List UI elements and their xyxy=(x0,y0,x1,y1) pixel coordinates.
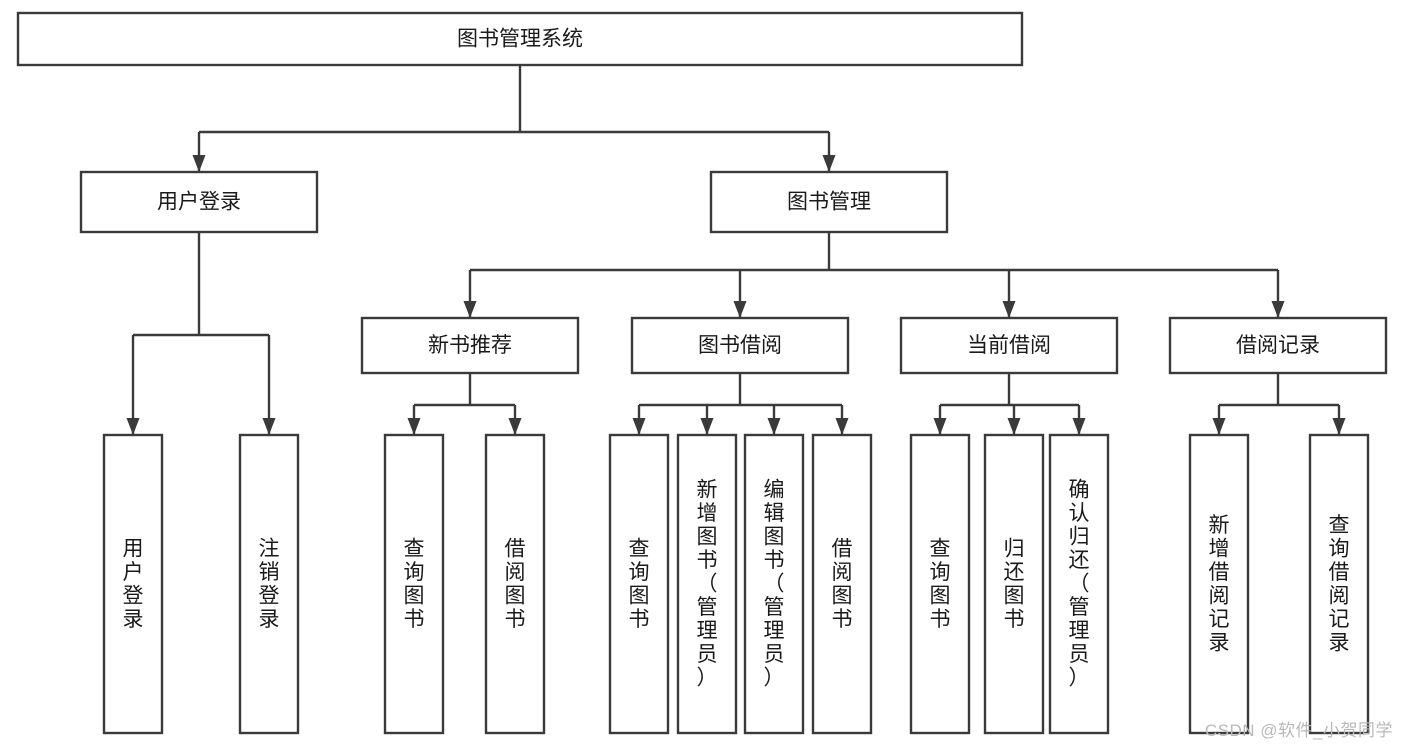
leaf-10[interactable]: 确认归还（管理员） xyxy=(1048,433,1110,735)
leaf-box[interactable] xyxy=(383,433,445,735)
leaf-9[interactable]: 归还图书 xyxy=(983,433,1045,735)
level3-0[interactable]: 新书推荐 xyxy=(360,316,580,375)
userlogin-to-leaves-arrow-1 xyxy=(262,418,276,435)
leaf-box[interactable] xyxy=(608,433,670,735)
leaf-label: 查询借阅记录 xyxy=(1329,514,1350,655)
level3-2-to-leaves-arrow-1 xyxy=(1007,418,1021,435)
level3-3[interactable]: 借阅记录 xyxy=(1168,316,1388,375)
leaf-box[interactable] xyxy=(676,433,738,735)
level3-0-to-leaves-arrow-0 xyxy=(407,418,421,435)
leaf-label: 新增借阅记录 xyxy=(1209,514,1230,655)
leaf-label: 新增图书（管理员） xyxy=(697,479,718,690)
leaf-label: 查询图书 xyxy=(629,537,650,631)
nodes-layer: 图书管理系统用户登录图书管理新书推荐图书借阅当前借阅借阅记录用户登录注销登录查询… xyxy=(16,11,1388,735)
leaf-box[interactable] xyxy=(238,433,300,735)
level3-1-to-leaves-arrow-2 xyxy=(767,418,781,435)
leaf-label: 借阅图书 xyxy=(505,537,526,631)
leaf-7[interactable]: 借阅图书 xyxy=(811,433,873,735)
root-0[interactable]: 图书管理系统 xyxy=(16,11,1024,67)
leaf-box[interactable] xyxy=(484,433,546,735)
leaf-12[interactable]: 查询借阅记录 xyxy=(1308,433,1370,735)
level3-2-to-leaves-arrow-2 xyxy=(1072,418,1086,435)
connectors-layer xyxy=(126,65,1346,435)
leaf-11[interactable]: 新增借阅记录 xyxy=(1188,433,1250,735)
root-to-level2-arrow-0 xyxy=(192,155,206,172)
leaf-5[interactable]: 新增图书（管理员） xyxy=(676,433,738,735)
leaf-label: 注销登录 xyxy=(259,537,280,631)
leaf-box[interactable] xyxy=(1308,433,1370,735)
level2-label: 用户登录 xyxy=(157,191,241,214)
leaf-label: 查询图书 xyxy=(930,537,951,631)
leaf-label: 查询图书 xyxy=(404,537,425,631)
level2-1[interactable]: 图书管理 xyxy=(709,170,949,234)
level3-1-to-leaves-arrow-1 xyxy=(700,418,714,435)
leaf-2[interactable]: 查询图书 xyxy=(383,433,445,735)
leaf-4[interactable]: 查询图书 xyxy=(608,433,670,735)
root-label: 图书管理系统 xyxy=(457,28,583,51)
leaf-0[interactable]: 用户登录 xyxy=(102,433,164,735)
bookmgmt-to-level3-arrow-3 xyxy=(1271,301,1285,318)
level3-label: 图书借阅 xyxy=(698,334,782,357)
level3-box[interactable] xyxy=(630,316,850,375)
level2-box[interactable] xyxy=(79,170,319,234)
root-box[interactable] xyxy=(16,11,1024,67)
level3-label: 新书推荐 xyxy=(428,334,512,357)
level2-box[interactable] xyxy=(709,170,949,234)
leaf-label: 用户登录 xyxy=(123,537,144,631)
level3-label: 借阅记录 xyxy=(1236,334,1320,357)
level3-box[interactable] xyxy=(899,316,1119,375)
leaf-6[interactable]: 编辑图书（管理员） xyxy=(743,433,805,735)
watermark-text: CSDN @软件_小贺同学 xyxy=(1204,721,1393,740)
level3-0-to-leaves-arrow-1 xyxy=(508,418,522,435)
level3-box[interactable] xyxy=(360,316,580,375)
bookmgmt-to-level3-arrow-1 xyxy=(733,301,747,318)
userlogin-to-leaves-arrow-0 xyxy=(126,418,140,435)
bookmgmt-to-level3-arrow-2 xyxy=(1002,301,1016,318)
leaf-box[interactable] xyxy=(1048,433,1110,735)
leaf-box[interactable] xyxy=(102,433,164,735)
leaf-box[interactable] xyxy=(1188,433,1250,735)
leaf-label: 编辑图书（管理员） xyxy=(764,479,785,690)
leaf-box[interactable] xyxy=(811,433,873,735)
leaf-box[interactable] xyxy=(983,433,1045,735)
level3-2-to-leaves-arrow-0 xyxy=(933,418,947,435)
leaf-label: 归还图书 xyxy=(1004,537,1025,631)
leaf-box[interactable] xyxy=(743,433,805,735)
root-to-level2-arrow-1 xyxy=(822,155,836,172)
level3-label: 当前借阅 xyxy=(967,334,1051,357)
level3-3-to-leaves-arrow-1 xyxy=(1332,418,1346,435)
bookmgmt-to-level3-arrow-0 xyxy=(463,301,477,318)
level2-0[interactable]: 用户登录 xyxy=(79,170,319,234)
leaf-label: 确认归还（管理员） xyxy=(1069,479,1090,690)
leaf-label: 借阅图书 xyxy=(832,537,853,631)
leaf-1[interactable]: 注销登录 xyxy=(238,433,300,735)
level2-label: 图书管理 xyxy=(787,191,871,214)
level3-3-to-leaves-arrow-0 xyxy=(1212,418,1226,435)
level3-1-to-leaves-arrow-3 xyxy=(835,418,849,435)
leaf-3[interactable]: 借阅图书 xyxy=(484,433,546,735)
level3-1-to-leaves-arrow-0 xyxy=(632,418,646,435)
leaf-8[interactable]: 查询图书 xyxy=(909,433,971,735)
level3-box[interactable] xyxy=(1168,316,1388,375)
level3-1[interactable]: 图书借阅 xyxy=(630,316,850,375)
level3-2[interactable]: 当前借阅 xyxy=(899,316,1119,375)
leaf-box[interactable] xyxy=(909,433,971,735)
